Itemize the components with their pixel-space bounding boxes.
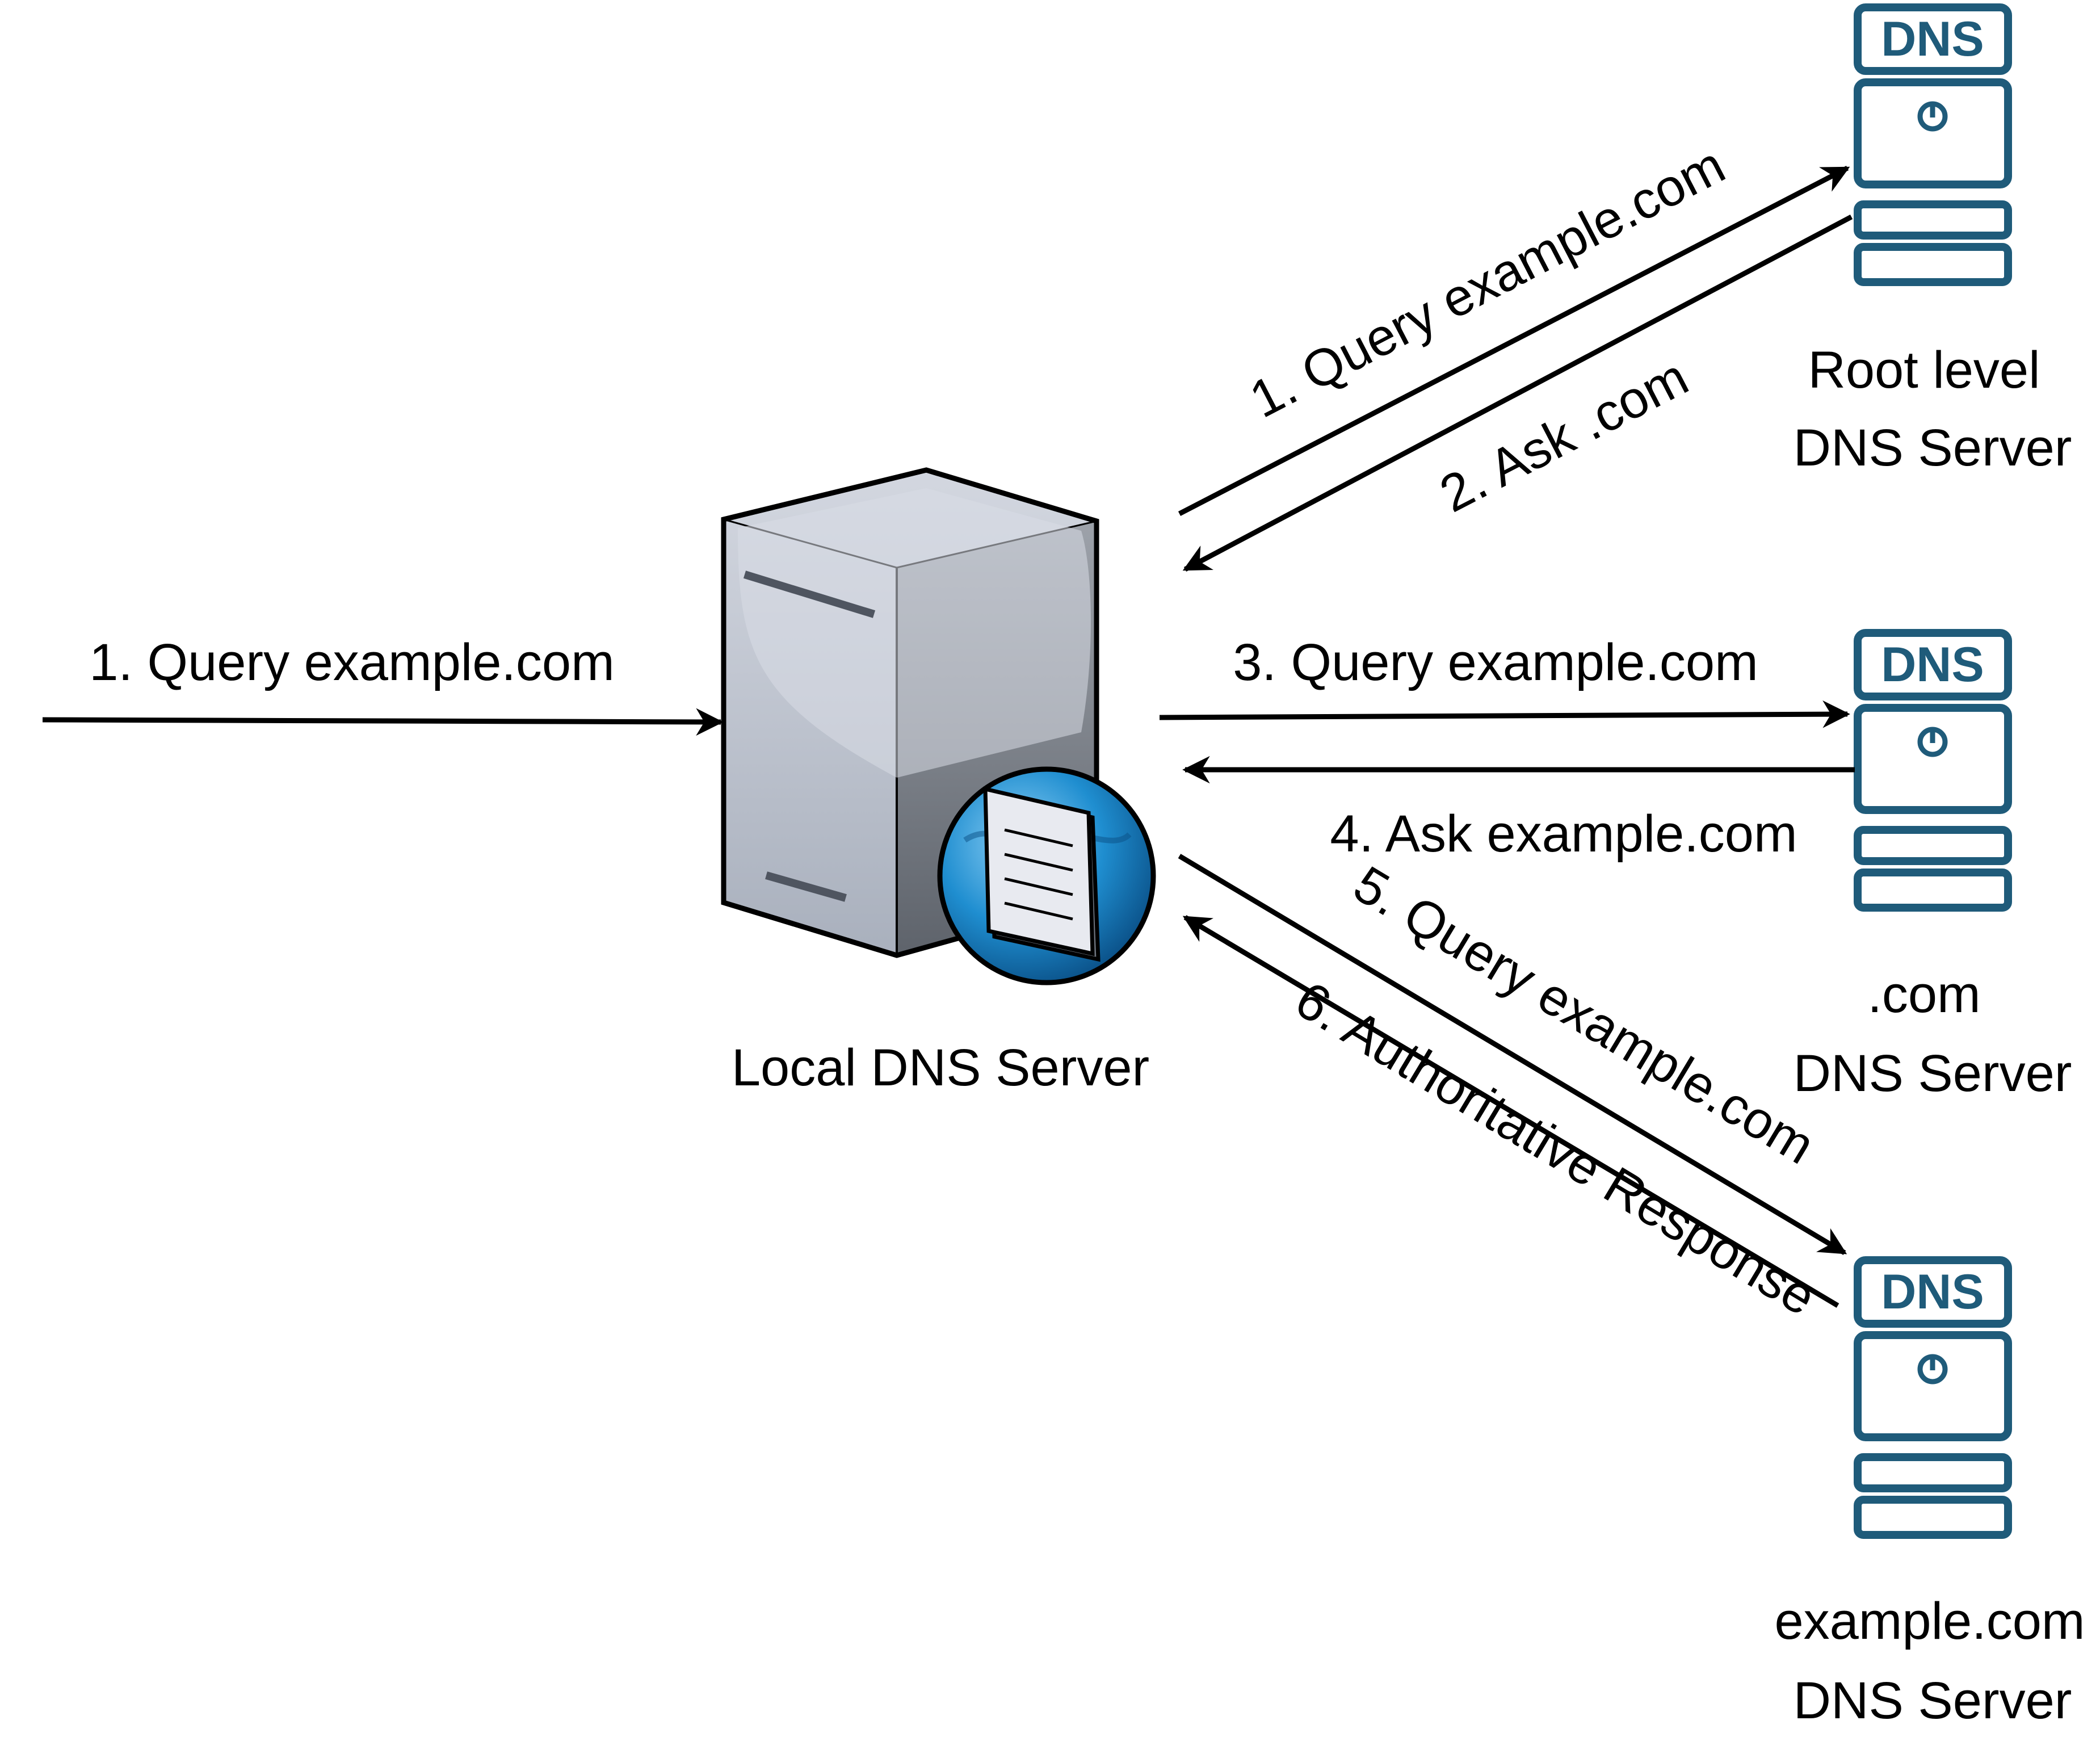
client-query-label: 1. Query example.com — [89, 633, 614, 691]
auth-query-arrow — [1178, 854, 1847, 1255]
example-dns-server-icon — [1854, 1256, 2012, 1539]
root-reply-arrow — [1182, 215, 1853, 572]
com-dns-badge: DNS — [1881, 637, 1984, 692]
root-dns-badge: DNS — [1881, 12, 1984, 66]
root-reply-label: 2. Ask .com — [1431, 348, 1697, 523]
auth-query-label: 5. Query example.com — [1344, 855, 1824, 1175]
com-server-label-line2: DNS Server — [1794, 1044, 2072, 1102]
com-query-arrow — [1159, 700, 1850, 728]
com-server-label-line1: .com — [1867, 966, 1980, 1023]
root-query-arrow — [1178, 166, 1850, 516]
example-dns-badge: DNS — [1881, 1265, 1984, 1319]
local-dns-server-icon — [721, 467, 1156, 985]
example-server-label-line2: DNS Server — [1794, 1672, 2072, 1730]
root-dns-server-icon — [1854, 3, 2012, 286]
com-dns-server-icon — [1854, 629, 2012, 912]
com-query-label: 3. Query example.com — [1233, 633, 1758, 691]
local-dns-server-label: Local DNS Server — [732, 1039, 1149, 1097]
root-server-label-line2: DNS Server — [1794, 419, 2072, 477]
client-query-arrow — [42, 708, 724, 736]
root-server-label-line1: Root level — [1808, 341, 2040, 399]
com-reply-label: 4. Ask example.com — [1330, 805, 1797, 863]
example-server-label-line1: example.com — [1774, 1592, 2085, 1650]
auth-reply-arrow — [1182, 915, 1839, 1308]
